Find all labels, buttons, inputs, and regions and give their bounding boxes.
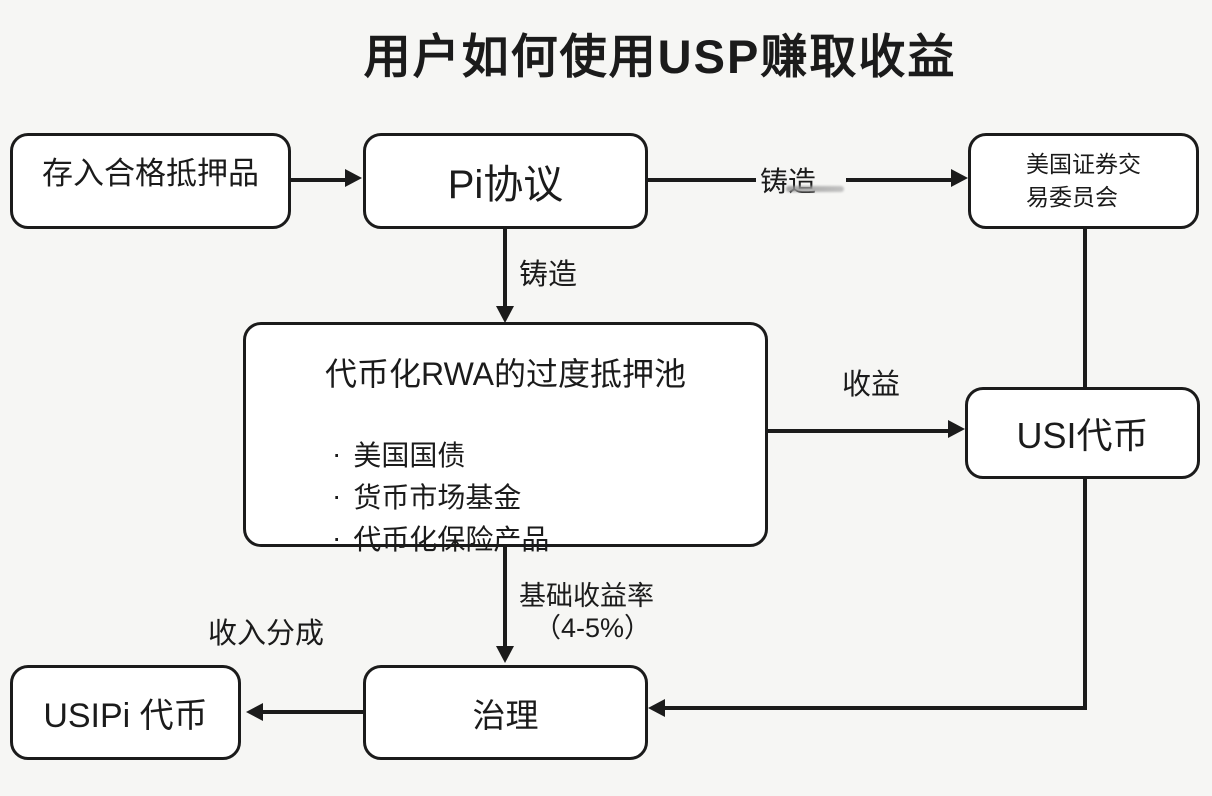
edge-usi-to-governance-line-horizontal [665, 706, 1087, 710]
edge-deposit-to-pi-line [291, 178, 347, 182]
node-deposit-collateral: 存入合格抵押品 [10, 133, 291, 229]
edge-label-base-yield-line1: 基础收益率 [519, 581, 654, 611]
arrowhead-left-icon [648, 699, 665, 717]
edge-label-base-yield-line2: （4-5%） [534, 613, 652, 643]
node-usipi-token: USIPi 代币 [10, 665, 241, 760]
rwa-pool-asset-money-market: 货币市场基金 [353, 482, 522, 513]
edge-label-mint-right: 铸造 [760, 166, 817, 197]
label-underline-smudge [786, 186, 844, 192]
arrowhead-left-icon [246, 703, 263, 721]
node-sec-label-line2: 易委员会 [1026, 184, 1118, 210]
arrowhead-right-icon [951, 169, 968, 187]
edge-pi-to-pool-line [503, 229, 507, 307]
edge-label-mint-down: 铸造 [519, 259, 578, 291]
rwa-pool-asset-insurance: 代币化保险产品 [353, 524, 550, 555]
edge-governance-to-usipi-line [263, 710, 363, 714]
node-sec: 美国证券交 易委员会 [968, 133, 1199, 229]
rwa-pool-asset-treasuries: 美国国债 [353, 440, 466, 471]
rwa-pool-asset-list: · 美国国债 · 货币市场基金 · 代币化保险产品 [332, 435, 765, 561]
list-item: · 货币市场基金 [332, 477, 765, 519]
node-usi-token-label: USI代币 [1016, 415, 1149, 456]
node-rwa-pool: 代币化RWA的过度抵押池 · 美国国债 · 货币市场基金 · 代币化保险产品 [243, 322, 768, 555]
node-sec-label: 美国证券交 易委员会 [1026, 148, 1141, 215]
edge-label-yield: 收益 [842, 369, 901, 401]
node-rwa-pool-title: 代币化RWA的过度抵押池 [325, 356, 686, 392]
page-title: 用户如何使用USP赚取收益 [363, 30, 957, 83]
node-governance-label: 治理 [472, 696, 539, 734]
bullet-dot: · [332, 480, 342, 511]
node-governance: 治理 [363, 665, 648, 760]
node-pi-protocol: Pi协议 [363, 133, 648, 229]
list-item: · 美国国债 [332, 435, 765, 477]
node-pi-protocol-label: Pi协议 [447, 163, 564, 207]
node-usipi-token-label: USIPi 代币 [43, 697, 208, 735]
arrowhead-down-icon [496, 306, 514, 323]
edge-usi-to-governance-line-vertical [1083, 479, 1087, 710]
node-deposit-collateral-label: 存入合格抵押品 [42, 155, 259, 191]
bullet-dot: · [332, 438, 342, 469]
edge-sec-to-usi-line [1083, 229, 1087, 387]
arrowhead-down-icon [496, 646, 514, 663]
list-item: · 代币化保险产品 [332, 519, 765, 561]
edge-pi-to-sec-line-right [846, 178, 952, 182]
bullet-dot: · [332, 522, 342, 553]
edge-label-revenue-share: 收入分成 [208, 618, 325, 650]
arrowhead-right-icon [948, 420, 965, 438]
edge-pi-to-sec-line-left [648, 178, 756, 182]
edge-pool-to-governance-line [503, 547, 507, 647]
arrowhead-right-icon [345, 169, 362, 187]
node-usi-token: USI代币 [965, 387, 1200, 479]
node-sec-label-line1: 美国证券交 [1026, 150, 1141, 177]
edge-pool-to-usi-line [768, 429, 950, 433]
